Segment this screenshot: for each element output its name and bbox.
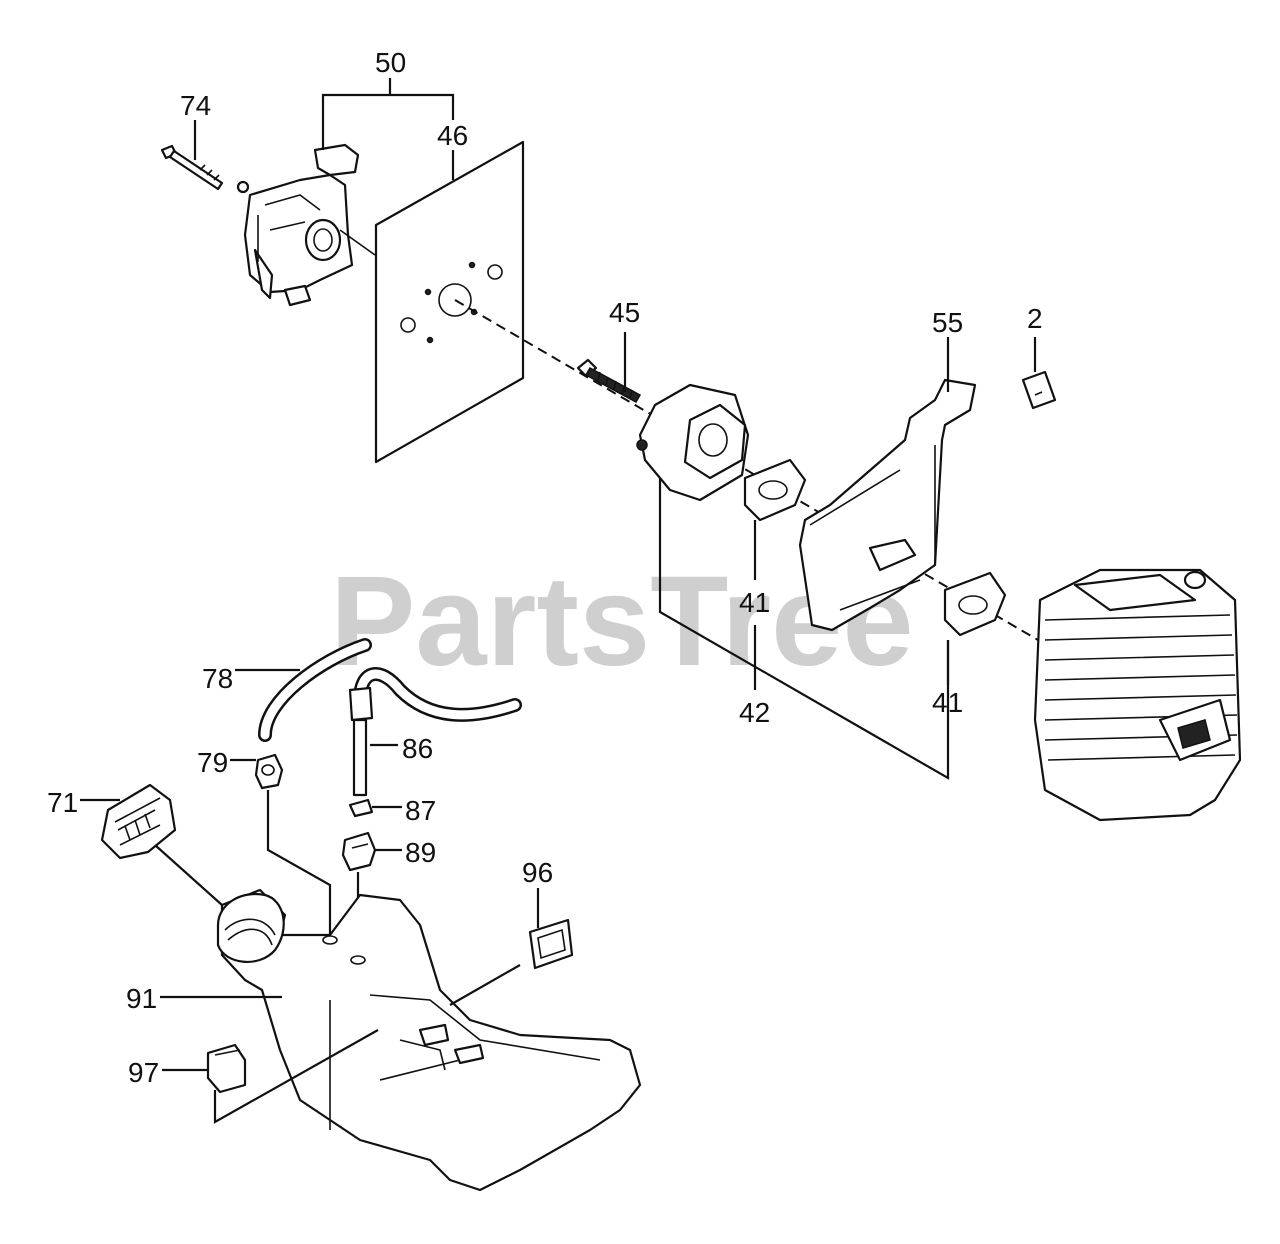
label96-to-tank-line xyxy=(449,964,521,1006)
callout-55: 55 xyxy=(932,307,963,338)
callout-45: 45 xyxy=(609,297,640,328)
fuel-line-86[interactable] xyxy=(348,667,522,797)
cover-to-tank-bracket xyxy=(213,1029,379,1124)
assembly-axis-upper xyxy=(454,299,1039,641)
callout-46: 46 xyxy=(437,120,468,151)
fuel-line-78[interactable] xyxy=(258,638,372,742)
manifold-bracket xyxy=(658,478,950,780)
clip-part[interactable] xyxy=(1021,370,1057,410)
callout-50: 50 xyxy=(375,47,406,78)
label-96-part[interactable] xyxy=(528,918,574,970)
clip-87-part[interactable] xyxy=(348,798,374,818)
callout-42: 42 xyxy=(739,697,770,728)
callout-89: 89 xyxy=(405,837,436,868)
carburetor-to-gasket-line xyxy=(339,229,376,256)
fuel-tank-part[interactable] xyxy=(216,888,642,1192)
grommet-part[interactable] xyxy=(254,753,284,790)
callout-41-lower: 41 xyxy=(932,687,963,718)
callout-86: 86 xyxy=(402,733,433,764)
spring-screw-part[interactable] xyxy=(576,358,642,404)
bolt-part[interactable] xyxy=(160,144,224,191)
gasket-41-upper[interactable] xyxy=(743,458,807,522)
cylinder-part[interactable] xyxy=(1033,568,1242,822)
fuel-cap-part[interactable] xyxy=(100,783,177,860)
callout-87: 87 xyxy=(405,795,436,826)
callout-71: 71 xyxy=(47,787,78,818)
callout-50-bracket xyxy=(321,93,455,150)
cap-to-tank-line xyxy=(154,844,223,906)
callout-97: 97 xyxy=(128,1057,159,1088)
intake-manifold-part[interactable] xyxy=(636,383,750,502)
callout-41-upper: 41 xyxy=(739,587,770,618)
callout-91: 91 xyxy=(126,983,157,1014)
callout-78: 78 xyxy=(202,663,233,694)
carburetor-part[interactable] xyxy=(236,143,360,307)
callout-2: 2 xyxy=(1027,303,1043,334)
callout-74: 74 xyxy=(180,90,211,121)
callout-79: 79 xyxy=(197,747,228,778)
callout-96: 96 xyxy=(522,857,553,888)
insulator-gasket-part[interactable] xyxy=(374,140,525,464)
heat-shield-part[interactable] xyxy=(798,378,977,632)
fuel-filter-part[interactable] xyxy=(341,831,377,872)
cover-97-part[interactable] xyxy=(206,1043,247,1094)
grommet-to-tank-line xyxy=(266,790,332,935)
gasket-41-lower[interactable] xyxy=(943,571,1007,637)
